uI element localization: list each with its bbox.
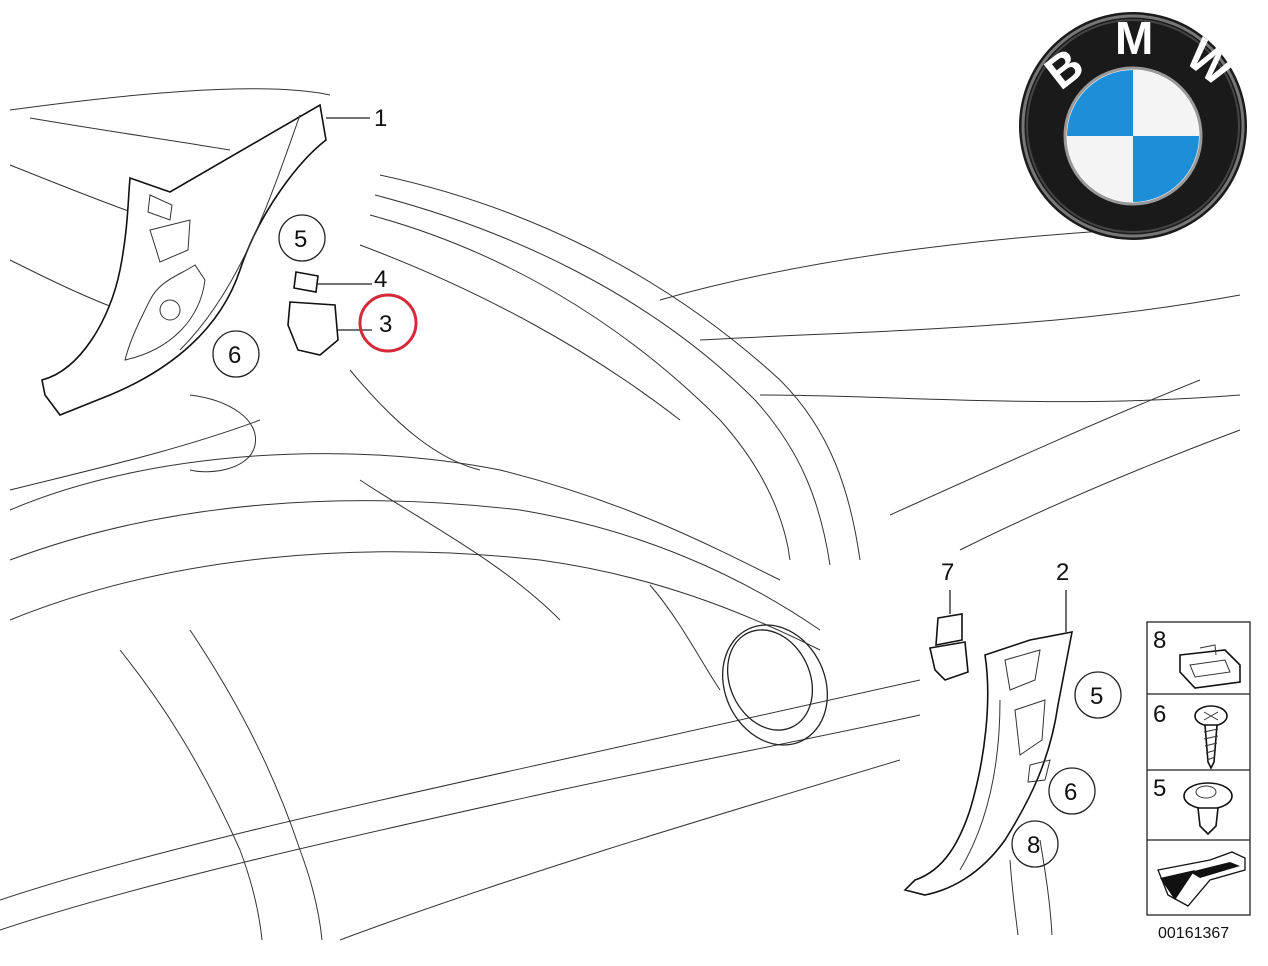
- callout-circle-3: 3: [358, 293, 418, 353]
- diagram-number: 00161367: [1158, 925, 1229, 942]
- side-mirror: [722, 624, 828, 746]
- logo-letter-m: M: [1115, 12, 1153, 64]
- circled-callouts: 5 6 3 5 6 8: [212, 214, 1122, 868]
- clip-part-7: [929, 613, 969, 681]
- callout-circle-6a: 6: [212, 330, 260, 378]
- arrow-icon: [1157, 851, 1246, 907]
- callout-7: 7: [941, 559, 954, 586]
- callout-2: 2: [1056, 559, 1069, 586]
- cover-part-4: [293, 271, 319, 293]
- svg-text:6: 6: [1064, 779, 1077, 806]
- svg-text:5: 5: [294, 226, 307, 253]
- clip-icon: [1179, 644, 1241, 689]
- svg-text:6: 6: [228, 342, 241, 369]
- callout-1: 1: [374, 105, 387, 132]
- svg-text:8: 8: [1027, 832, 1040, 859]
- highlight-ring: [358, 293, 418, 353]
- callout-circle-8: 8: [1011, 820, 1059, 868]
- fastener-legend: 8 6 5: [1146, 621, 1251, 916]
- legend-label-6: 6: [1153, 701, 1166, 728]
- screw-icon: [1194, 705, 1228, 770]
- plain-callouts: 1 4 7 2: [374, 105, 1069, 586]
- svg-text:3: 3: [379, 311, 392, 338]
- legend-label-8: 8: [1153, 627, 1166, 654]
- svg-text:5: 5: [1090, 683, 1103, 710]
- callout-4: 4: [374, 266, 387, 293]
- bmw-logo: B M W: [1019, 12, 1247, 240]
- callout-circle-5b: 5: [1074, 671, 1122, 719]
- callout-circle-6b: 6: [1048, 767, 1096, 815]
- rivet-icon: [1183, 782, 1233, 836]
- b-pillar-trim: [903, 630, 1074, 896]
- car-body-outline: [0, 88, 1241, 941]
- cover-part-3: [287, 301, 339, 356]
- callout-circle-5a: 5: [278, 214, 326, 262]
- legend-label-5: 5: [1153, 775, 1166, 802]
- a-pillar-trim: [41, 103, 327, 416]
